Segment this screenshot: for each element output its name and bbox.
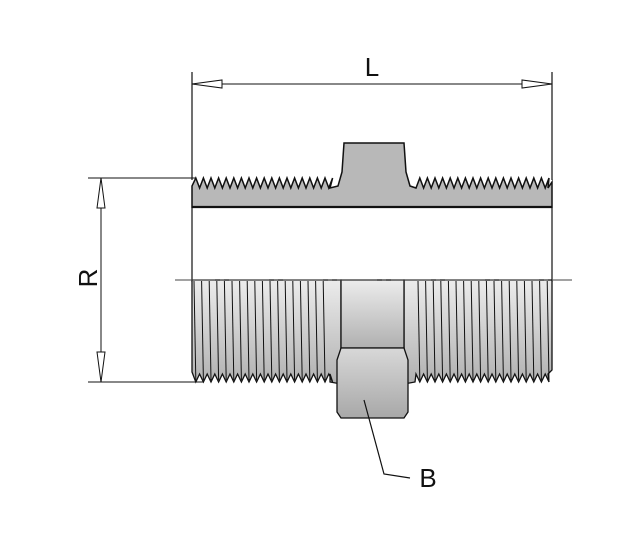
thread-line [307, 280, 311, 381]
hex-leader: B [363, 399, 437, 493]
thread-line [539, 280, 542, 381]
thread-line [485, 280, 489, 381]
external-view [191, 279, 553, 419]
thread-line [193, 280, 197, 381]
thread-lines [193, 280, 550, 381]
thread-line [322, 280, 326, 381]
thread-line [239, 280, 242, 381]
thread-line [223, 280, 227, 381]
thread-dimension: R [73, 177, 204, 383]
thread-line [455, 280, 459, 381]
thread-line [261, 280, 265, 381]
thread-line [523, 280, 527, 381]
thread-line [231, 280, 235, 381]
thread-line [292, 280, 296, 381]
hex-upper-face [340, 279, 405, 349]
thread-line [277, 280, 280, 381]
hex-lower-face [336, 347, 409, 419]
thread-line [269, 280, 273, 381]
thread-line [531, 280, 535, 381]
arrow-left-icon [191, 79, 223, 89]
thread-line [201, 280, 204, 381]
thread-line [246, 280, 250, 381]
thread-line [440, 280, 444, 381]
thread-line [417, 280, 421, 381]
length-label: L [365, 52, 379, 82]
arrow-up-icon [96, 177, 106, 209]
arrow-down-icon [96, 351, 106, 383]
thread-line [470, 280, 474, 381]
thread-line [254, 280, 258, 381]
thread-line [315, 280, 318, 381]
length-dimension: L [191, 52, 553, 180]
hex-label: B [419, 463, 436, 493]
section-wall [191, 142, 553, 208]
thread-line [546, 280, 550, 381]
thread-line [478, 280, 482, 381]
thread-line [299, 280, 303, 381]
thread-line [447, 280, 451, 381]
thread-line [493, 280, 497, 381]
thread-line [425, 280, 428, 381]
thread-line [208, 280, 212, 381]
thread-line [216, 280, 220, 381]
thread-line [508, 280, 512, 381]
thread-label: R [73, 269, 103, 288]
thread-line [463, 280, 466, 381]
leader-line [363, 399, 411, 479]
thread-line [501, 280, 504, 381]
threaded-body [191, 279, 553, 385]
thread-line [284, 280, 288, 381]
thread-line [432, 280, 436, 381]
section-view [191, 142, 553, 282]
thread-line [516, 280, 520, 381]
arrow-right-icon [521, 79, 553, 89]
